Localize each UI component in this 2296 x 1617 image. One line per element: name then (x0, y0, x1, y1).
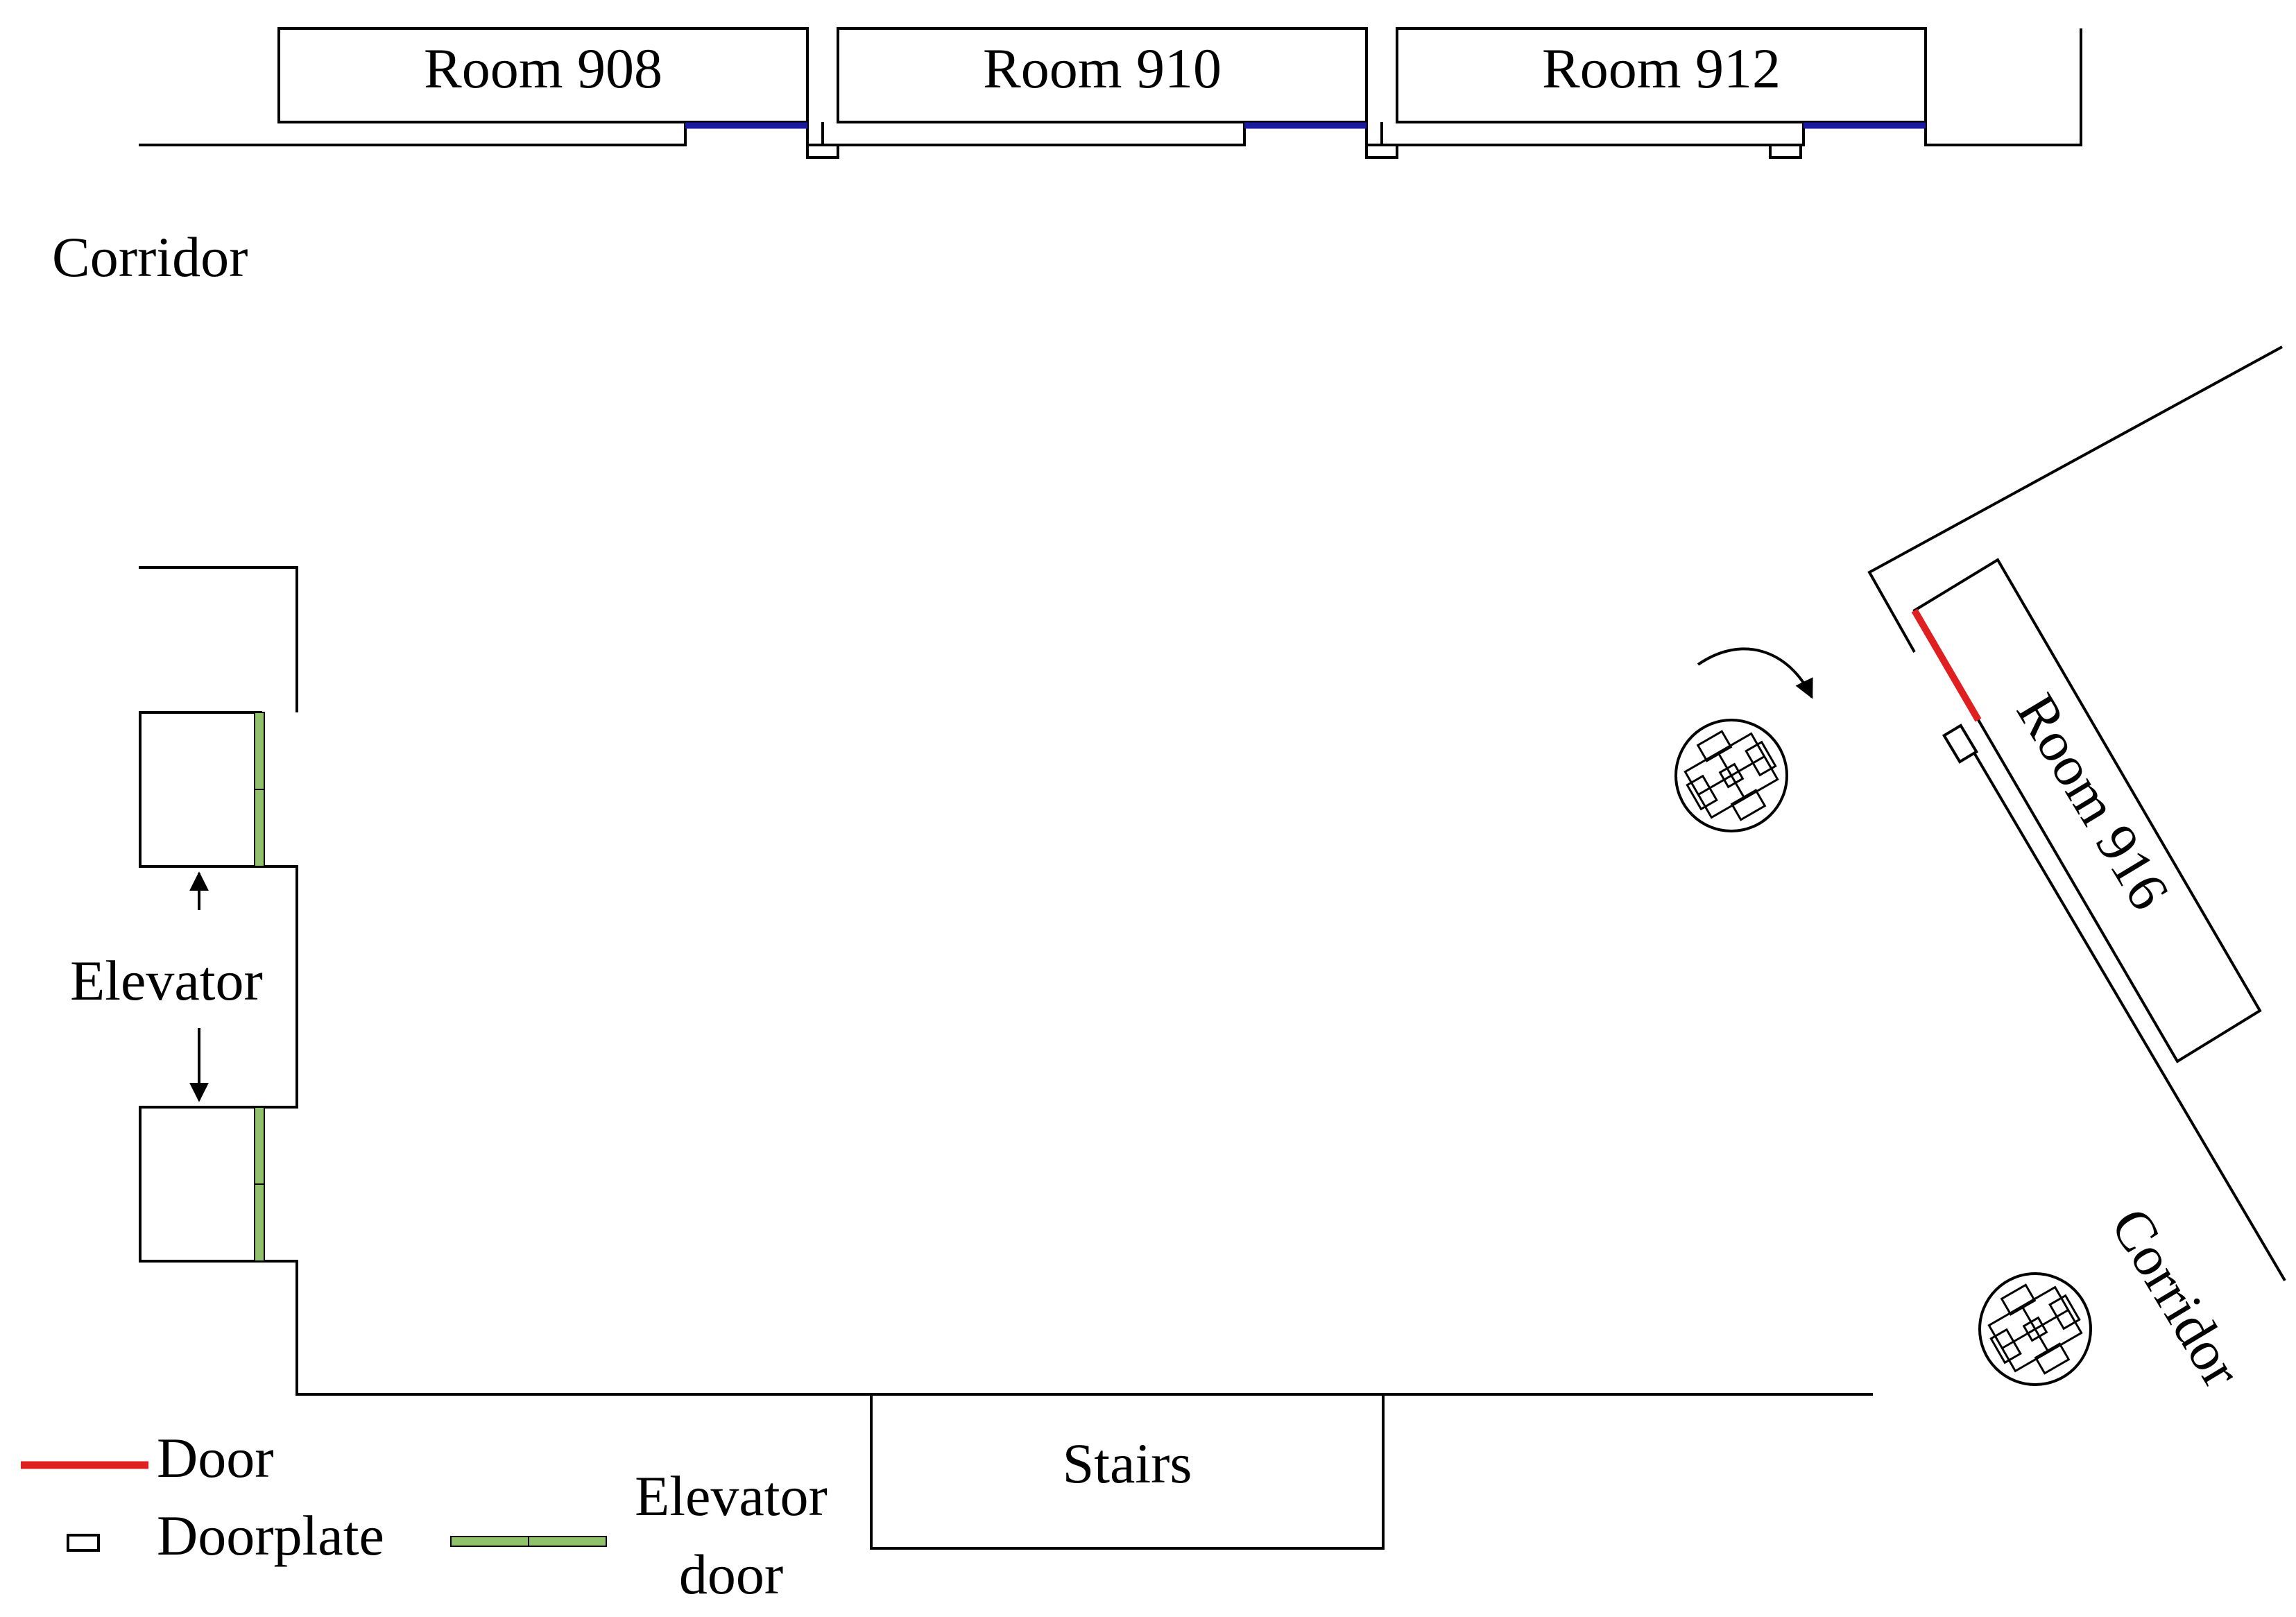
robot-icon (1674, 719, 1788, 832)
stairs: Stairs (870, 1393, 1385, 1550)
legend-doorplate-swatch (67, 1534, 100, 1552)
corridor-top-label: Corridor (52, 225, 248, 289)
room-908: Room 908 (277, 27, 809, 123)
legend-doorplate-label: Doorplate (157, 1504, 384, 1567)
room-916-door (1911, 608, 1982, 722)
room-912: Room 912 (1396, 27, 1927, 123)
doorplate-912 (1769, 144, 1802, 159)
legend-door-label: Door (157, 1426, 274, 1489)
robot-icon (1978, 1272, 2092, 1386)
doorplate-916 (1942, 724, 1979, 764)
legend-elevator-door-label-2: door (679, 1543, 783, 1606)
room-908-label: Room 908 (424, 37, 662, 100)
elevator-walls (139, 566, 1873, 1396)
room-910: Room 910 (837, 27, 1368, 123)
elevator-label: Elevator (70, 949, 263, 1012)
right-walls (1867, 345, 2286, 1282)
elevator-doors (254, 712, 265, 1262)
top-doorplates (806, 144, 1802, 159)
top-corridor-wall (139, 28, 2082, 146)
doorplate-910 (1365, 144, 1398, 159)
corridor-right-label: Corridor (2099, 1197, 2254, 1398)
legend: Door Doorplate Elevator door (21, 1426, 828, 1606)
doorplate-908 (806, 144, 839, 159)
stairs-label: Stairs (1063, 1432, 1192, 1495)
legend-elevator-door-label-1: Elevator (635, 1464, 828, 1528)
room-910-label: Room 910 (983, 37, 1222, 100)
room-916: Room 916 (1912, 558, 2262, 1063)
room-912-label: Room 912 (1542, 37, 1781, 100)
curved-arrow-icon (1697, 647, 1813, 699)
